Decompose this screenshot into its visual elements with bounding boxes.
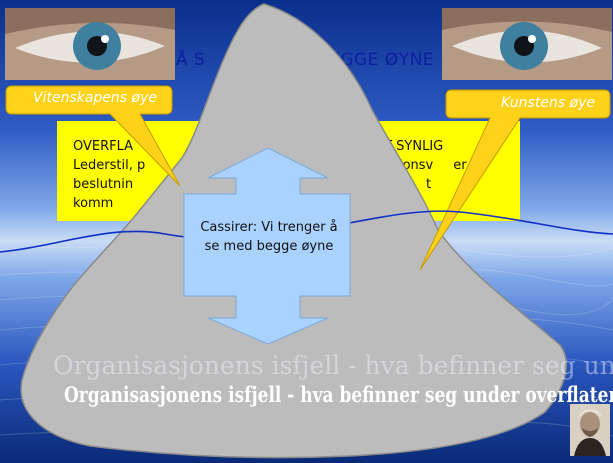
right-callout-bubble (419, 89, 611, 271)
left-callout-label: Vitenskapens øye (33, 90, 158, 106)
left-box-line: beslutnin (73, 177, 134, 192)
right-callout-label: Kunstens øye (501, 95, 596, 111)
left-callout-bubble (5, 85, 181, 187)
left-box-line: Lederstil, p (73, 158, 146, 173)
headline-right-fragment: EGGE ØYNE (329, 50, 435, 70)
main-title: Organisasjonens isfjell - hva befinner s… (64, 383, 613, 408)
left-box-line: komm (73, 196, 114, 211)
center-arrow-text: Cassirer: Vi trenger å se med begge øyne (200, 220, 338, 254)
left-box-line: OVERFLA (73, 139, 134, 154)
portrait-image (570, 404, 610, 456)
ghost-title: Organisasjonens isfjell - hva befinner s… (53, 351, 613, 380)
double-arrow-shape (183, 147, 351, 345)
right-eye-image (442, 8, 612, 80)
left-eye-image (5, 8, 175, 80)
headline-left-fragment: Å S (175, 50, 206, 70)
slide-headline: Å S EGGE ØYNE (140, 50, 470, 70)
right-box-line: t (426, 177, 432, 192)
